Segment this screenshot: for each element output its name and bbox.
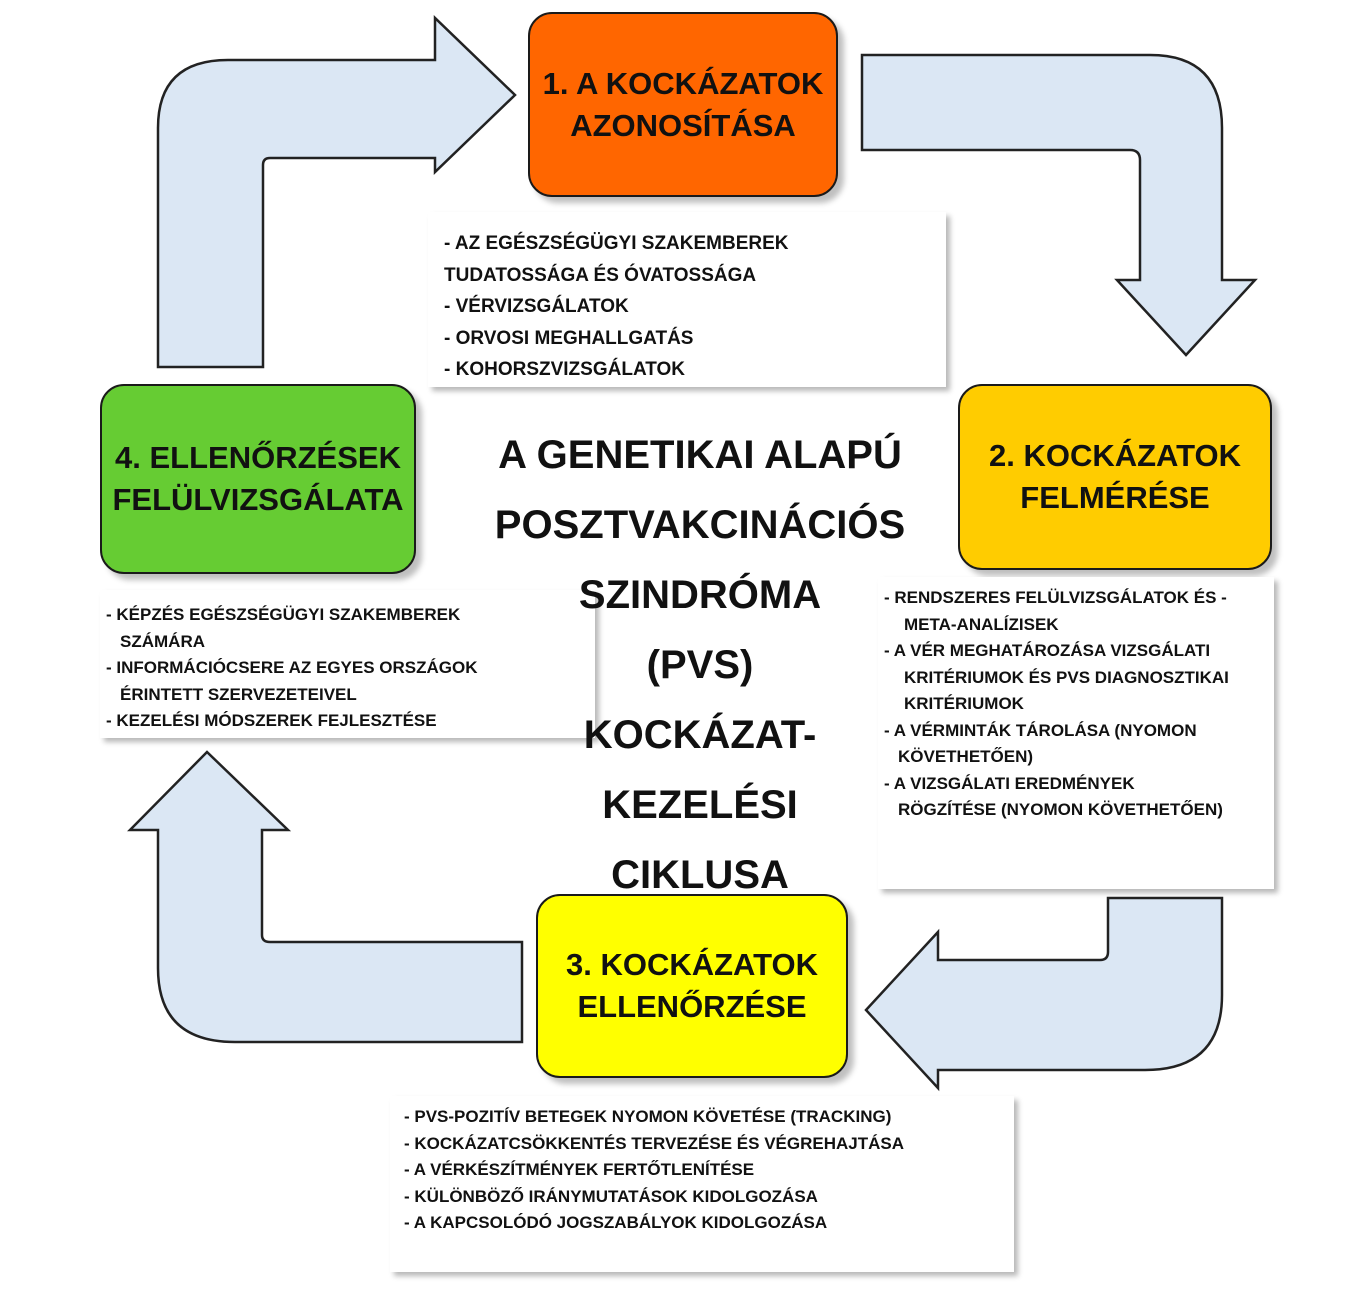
note-2-line: - RENDSZERES FELÜLVIZSGÁLATOK ÉS - — [884, 588, 1227, 607]
stage-4-box: 4. ELLENŐRZÉSEK FELÜLVIZSGÁLATA — [100, 384, 416, 574]
note-2-line: KÖVETHETŐEN) — [898, 747, 1034, 766]
stage-3-line-2: ELLENŐRZÉSE — [577, 989, 807, 1024]
note-2-line: - A VIZSGÁLATI EREDMÉNYEK — [884, 773, 1135, 793]
stage-1-box: 1. A KOCKÁZATOK AZONOSÍTÁSA — [528, 12, 838, 197]
note-1-line: TUDATOSSÁGA ÉS ÓVATOSSÁGA — [444, 264, 757, 286]
note-3-line: - PVS-POZITÍV BETEGEK NYOMON KÖVETÉSE (T… — [404, 1107, 892, 1126]
cycle-title-line: POSZTVAKCINÁCIÓS — [494, 503, 906, 547]
cycle-title-line: KEZELÉSI — [602, 783, 798, 827]
stage-3-line-1: 3. KOCKÁZATOK — [565, 947, 819, 982]
stage-2-notes: - RENDSZERES FELÜLVIZSGÁLATOK ÉS - META-… — [878, 577, 1274, 889]
note-1-line: - KOHORSZVIZSGÁLATOK — [444, 359, 686, 380]
arrow-stage1-to-stage2 — [860, 53, 1258, 357]
stage-4-line-1: 4. ELLENŐRZÉSEK — [115, 440, 401, 475]
note-2-line: - A VÉRMINTÁK TÁROLÁSA (NYOMON — [884, 720, 1197, 740]
stage-4-line-2: FELÜLVIZSGÁLATA — [112, 482, 404, 517]
note-3-line: - KOCKÁZATCSÖKKENTÉS TERVEZÉSE ÉS VÉGREH… — [404, 1133, 904, 1153]
stage-3-box: 3. KOCKÁZATOK ELLENŐRZÉSE — [536, 894, 848, 1078]
note-3-line: - KÜLÖNBÖZŐ IRÁNYMUTATÁSOK KIDOLGOZÁSA — [404, 1186, 818, 1206]
note-2-line: - A VÉR MEGHATÁROZÁSA VIZSGÁLATI — [884, 641, 1211, 660]
stage-1-line-1: 1. A KOCKÁZATOK — [542, 65, 824, 101]
arrow-stage3-to-stage4 — [127, 750, 524, 1044]
stage-1-notes: - AZ EGÉSZSÉGÜGYI SZAKEMBEREK TUDATOSSÁG… — [428, 212, 946, 387]
note-2-line: META-ANALÍZISEK — [904, 614, 1059, 634]
stage-2-box: 2. KOCKÁZATOK FELMÉRÉSE — [958, 384, 1272, 570]
note-4-line: ÉRINTETT SZERVEZETEIVEL — [120, 684, 357, 704]
note-4-line: - INFORMÁCIÓCSERE AZ EGYES ORSZÁGOK — [106, 658, 478, 677]
note-3-line: - A VÉRKÉSZÍTMÉNYEK FERTŐTLENÍTÉSE — [404, 1160, 755, 1179]
stage-2-line-1: 2. KOCKÁZATOK — [988, 438, 1242, 473]
note-4-line: SZÁMÁRA — [120, 631, 205, 651]
cycle-title-line: (PVS) — [646, 643, 754, 687]
note-2-line: KRITÉRIUMOK ÉS PVS DIAGNOSZTIKAI — [904, 667, 1229, 687]
stage-1-line-2: AZONOSÍTÁSA — [570, 107, 796, 143]
note-2-line: RÖGZÍTÉSE (NYOMON KÖVETHETŐEN) — [898, 800, 1223, 819]
cycle-title-line: KOCKÁZAT- — [583, 713, 817, 757]
stage-3-notes: - PVS-POZITÍV BETEGEK NYOMON KÖVETÉSE (T… — [390, 1096, 1014, 1272]
note-4-line: - KEZELÉSI MÓDSZEREK FEJLESZTÉSE — [106, 711, 437, 730]
stage-2-line-2: FELMÉRÉSE — [1020, 480, 1210, 515]
cycle-title: A GENETIKAI ALAPÚ POSZTVAKCINÁCIÓS SZIND… — [430, 420, 970, 910]
note-1-line: - AZ EGÉSZSÉGÜGYI SZAKEMBEREK — [444, 233, 789, 254]
note-2-line: KRITÉRIUMOK — [904, 694, 1024, 713]
cycle-title-line: CIKLUSA — [611, 853, 789, 897]
note-1-line: - ORVOSI MEGHALLGATÁS — [444, 327, 694, 349]
arrow-stage4-to-stage1 — [156, 15, 517, 369]
arrow-stage2-to-stage3 — [864, 896, 1224, 1092]
stage-4-notes: - KÉPZÉS EGÉSZSÉGÜGYI SZAKEMBEREK SZÁMÁR… — [100, 590, 595, 738]
note-3-line: - A KAPCSOLÓDÓ JOGSZABÁLYOK KIDOLGOZÁSA — [404, 1213, 828, 1232]
cycle-title-line: A GENETIKAI ALAPÚ — [498, 433, 902, 477]
cycle-title-line: SZINDRÓMA — [578, 573, 822, 617]
note-1-line: - VÉRVIZSGÁLATOK — [444, 296, 629, 317]
note-4-line: - KÉPZÉS EGÉSZSÉGÜGYI SZAKEMBEREK — [106, 605, 461, 624]
